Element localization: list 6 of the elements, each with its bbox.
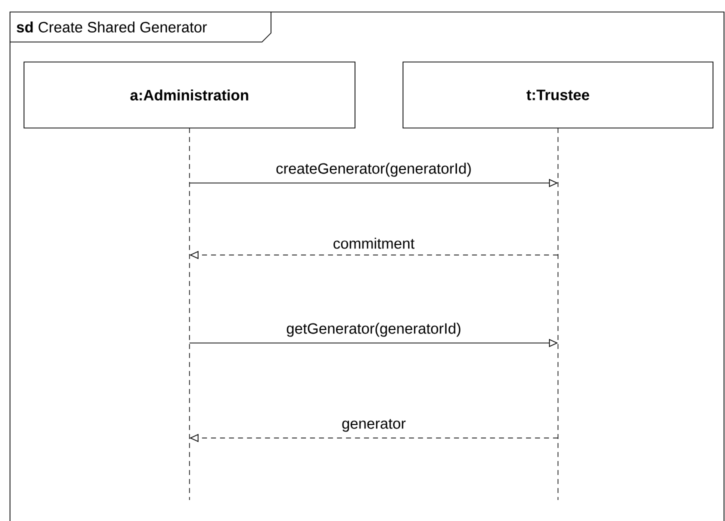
participant-box: t:Trustee [402,62,714,128]
participant-box: a:Administration [24,62,356,128]
message-label: getGenerator(generatorId) [286,322,460,337]
message-label: generator [342,418,406,432]
message-label: createGenerator(generatorId) [276,162,471,177]
message-label: commitment [334,238,414,249]
